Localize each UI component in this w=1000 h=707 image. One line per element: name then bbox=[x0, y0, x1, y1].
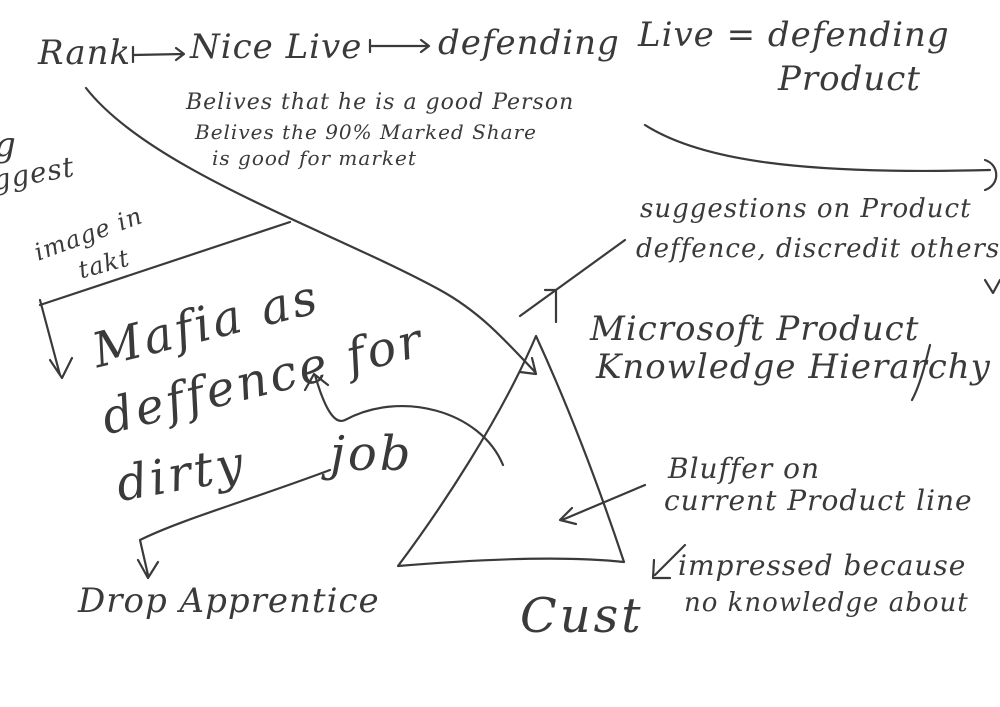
note-defending: defending bbox=[438, 23, 620, 63]
arrow-bluffer bbox=[558, 483, 647, 526]
note-impressed-line1: impressed because bbox=[678, 549, 967, 582]
note-job: job bbox=[330, 426, 414, 482]
curve-rank-to-triangle bbox=[84, 86, 537, 374]
note-suggestions-line2: deffence, discredit others bbox=[636, 234, 1000, 264]
curve-triangle-to-job bbox=[303, 372, 505, 467]
line-job-to-drop bbox=[136, 468, 332, 580]
small-v-right bbox=[983, 278, 1000, 295]
arrow-nice-live-to-defending bbox=[368, 38, 431, 54]
triangle bbox=[396, 334, 626, 568]
arrow-to-mafia bbox=[38, 298, 74, 380]
note-ms-line2: Knowledge Hierarchy bbox=[596, 347, 991, 387]
note-belief-3: is good for market bbox=[212, 146, 417, 170]
curve-belief-to-right bbox=[643, 123, 992, 173]
note-live-defending-line2: Product bbox=[778, 59, 921, 99]
line-image-in-takt bbox=[38, 220, 292, 307]
arrow-suggestions bbox=[518, 238, 627, 324]
note-belief-2: Belives the 90% Marked Share bbox=[195, 120, 537, 144]
note-drop-apprentice: Drop Apprentice bbox=[78, 581, 380, 621]
note-impressed-line2: no knowledge about bbox=[684, 588, 969, 618]
note-cust: Cust bbox=[520, 588, 644, 644]
note-ms-line1: Microsoft Product bbox=[590, 309, 920, 349]
note-belief-1: Belives that he is a good Person bbox=[186, 90, 575, 115]
note-live-defending-line1: Live = defending bbox=[638, 15, 950, 55]
note-left-fragment-1: g bbox=[0, 128, 17, 162]
note-suggestions-line1: suggestions on Product bbox=[640, 194, 972, 224]
hook-right bbox=[983, 158, 998, 192]
note-nice-live: Nice Live bbox=[190, 27, 363, 67]
arrow-impressed bbox=[651, 543, 687, 580]
arrowhead-rank-curve bbox=[518, 356, 538, 376]
note-bluffer-line1: Bluffer on bbox=[668, 452, 821, 485]
ms-tail bbox=[910, 343, 932, 402]
note-rank: Rank bbox=[38, 33, 132, 73]
arrow-rank-to-nice-live bbox=[131, 45, 186, 64]
note-bluffer-line2: current Product line bbox=[664, 484, 973, 517]
